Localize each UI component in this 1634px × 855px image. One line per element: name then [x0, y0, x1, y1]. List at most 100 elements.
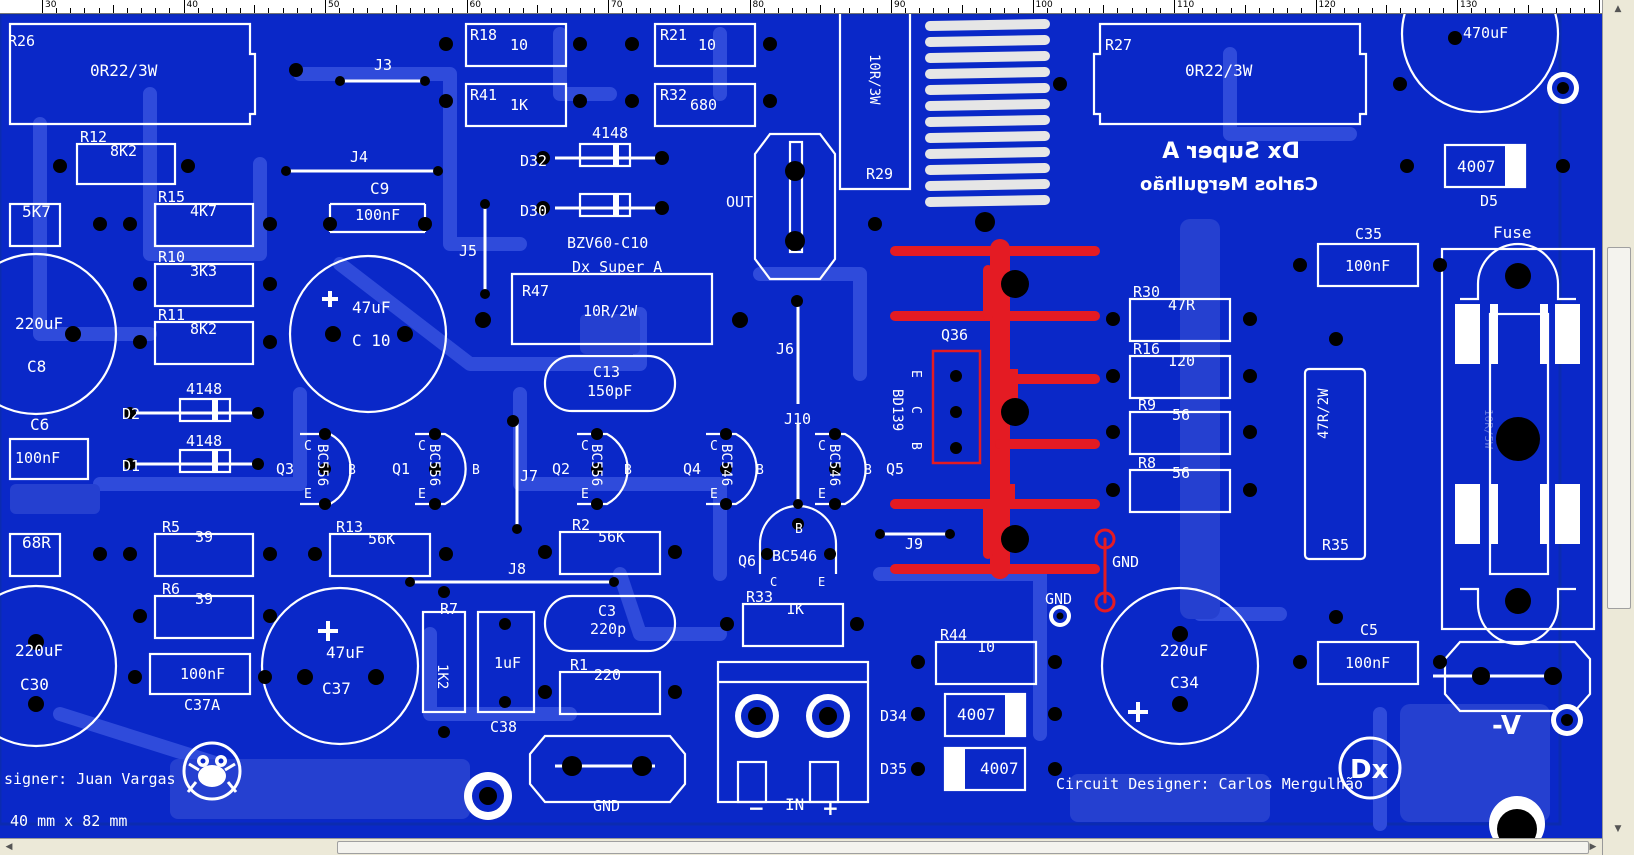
r7-ref: R7 — [440, 600, 458, 618]
pin-b: B — [624, 463, 632, 478]
ruler-minor-tick — [905, 8, 907, 13]
ruler-minor-tick — [579, 8, 581, 13]
ruler-minor-tick — [692, 8, 694, 13]
scroll-right-arrow-icon[interactable]: ▶ — [1589, 842, 1597, 852]
r35-value: 47R/2W — [1316, 388, 1332, 439]
ruler-minor-tick — [282, 8, 284, 13]
q2-value: BC556 — [588, 444, 604, 486]
ruler-minor-tick — [565, 8, 567, 13]
ruler-minor-tick — [664, 8, 666, 13]
ruler-minor-tick — [862, 8, 864, 13]
ruler-minor-tick — [975, 8, 977, 13]
scroll-left-arrow-icon[interactable]: ◀ — [5, 842, 13, 852]
ruler-minor-tick — [806, 8, 808, 13]
c-top-value: 470uF — [1463, 24, 1508, 42]
ruler-minor-tick — [169, 8, 171, 13]
c6-value: 100nF — [15, 449, 60, 467]
q36-ref: Q36 — [941, 326, 968, 344]
ruler-minor-tick — [1372, 8, 1374, 13]
fuse-value-label: 10R/5W — [1482, 409, 1495, 449]
d30-value: BZV60-C10 — [567, 234, 648, 252]
r11-ref: R11 — [158, 306, 185, 324]
ruler-label: 110 — [1177, 0, 1195, 10]
ruler-minor-tick — [933, 8, 935, 13]
c35-value: 100nF — [1345, 257, 1390, 275]
scroll-up-arrow-icon[interactable]: ▲ — [1614, 4, 1622, 14]
c37-value: 47uF — [326, 643, 365, 662]
pin-e: E — [418, 487, 426, 502]
vertical-scroll-thumb[interactable] — [1607, 247, 1631, 609]
c30-ref: C30 — [20, 675, 49, 694]
r33-ref: R33 — [746, 588, 773, 606]
horizontal-scroll-thumb[interactable] — [337, 841, 1589, 854]
neg-v-label: -V — [1492, 711, 1521, 741]
r44-value: 10 — [977, 638, 995, 656]
jumper-j8: J8 — [508, 560, 526, 578]
pin-c: C — [710, 439, 718, 454]
q6-ref: Q6 — [738, 552, 756, 570]
r27-ref: R27 — [1105, 36, 1132, 54]
r30-ref: R30 — [1133, 283, 1160, 301]
pcb-board-canvas[interactable]: R26 0R22/3W R27 0R22/3W R12 8K2 R15 4K7 … — [0, 14, 1602, 838]
ruler-label: 40 — [186, 0, 198, 10]
r5-ref: R5 — [162, 518, 180, 536]
ruler-minor-tick — [961, 5, 963, 13]
horizontal-scrollbar[interactable]: ◀ ▶ — [0, 838, 1602, 855]
pin-c: C — [581, 439, 589, 454]
c6-ref: C6 — [30, 415, 49, 434]
c9-value: 100nF — [355, 206, 400, 224]
r7-value: 1K2 — [434, 664, 450, 689]
c3-ref: C3 — [598, 602, 616, 620]
ruler-minor-tick — [1018, 8, 1020, 13]
r16-ref: R16 — [1133, 340, 1160, 358]
ruler-minor-tick — [1074, 8, 1076, 13]
r21-value: 10 — [698, 36, 716, 54]
r33-value: 1K — [786, 600, 804, 618]
ruler-minor-tick — [650, 8, 652, 13]
jumper-j4: J4 — [350, 148, 368, 166]
q36-pin-c: C — [908, 406, 923, 414]
r9-ref: R9 — [1138, 396, 1156, 414]
ruler-label: 90 — [894, 0, 906, 10]
r2-value: 56K — [598, 528, 625, 546]
pin-c: C — [418, 439, 426, 454]
scroll-down-arrow-icon[interactable]: ▼ — [1614, 824, 1622, 834]
r5-value: 39 — [195, 528, 213, 546]
r8-ref: R8 — [1138, 454, 1156, 472]
d2-ref: D2 — [122, 405, 140, 423]
silkscreen — [0, 14, 1596, 804]
c38-value: 1uF — [494, 654, 521, 672]
ruler-minor-tick — [1485, 8, 1487, 13]
ruler-label: 80 — [752, 0, 764, 10]
ruler-major-tick — [325, 0, 326, 13]
ruler-minor-tick — [268, 8, 270, 13]
vertical-scrollbar[interactable]: ▲ ▼ — [1602, 0, 1634, 855]
ruler-minor-tick — [1570, 8, 1572, 13]
c38-ref: C38 — [490, 718, 517, 736]
ruler-minor-tick — [494, 8, 496, 13]
c10-ref: C 10 — [352, 331, 391, 350]
jumper-j6: J6 — [776, 340, 794, 358]
q5-value: BC546 — [826, 444, 842, 486]
c35-ref: C35 — [1355, 225, 1382, 243]
ruler-minor-tick — [1471, 8, 1473, 13]
dx-super-a-label: Dx Super A — [572, 258, 662, 276]
ruler-minor-tick — [1244, 5, 1246, 13]
ruler-major-tick — [1032, 0, 1034, 13]
ruler-minor-tick — [1442, 8, 1444, 13]
r1-ref: R1 — [570, 656, 588, 674]
ruler-minor-tick — [791, 8, 793, 13]
ruler-minor-tick — [296, 8, 298, 13]
pin-c: C — [770, 575, 777, 589]
ruler-minor-tick — [1287, 8, 1289, 13]
ruler-minor-tick — [1428, 8, 1430, 13]
ruler-label: 60 — [469, 0, 481, 10]
r44-ref: R44 — [940, 626, 967, 644]
ruler-major-tick — [183, 0, 185, 13]
output-inductor-coil — [925, 19, 1050, 207]
ruler-minor-tick — [240, 8, 242, 13]
ruler-minor-tick — [381, 8, 383, 13]
r29-value: 10R/3W — [866, 54, 882, 105]
r29-ref: R29 — [866, 165, 893, 183]
